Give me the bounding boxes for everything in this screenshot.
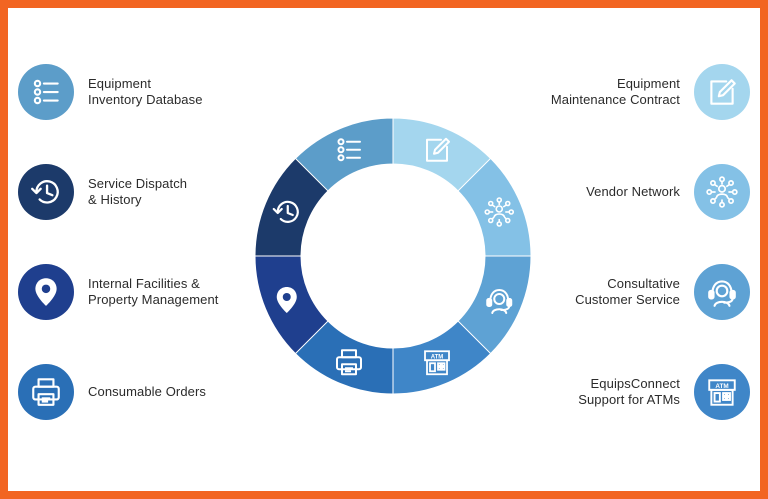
contract-edit-icon: [426, 137, 451, 162]
feature-internal-facilities: Internal Facilities & Property Managemen…: [18, 264, 219, 320]
ring-segment: [254, 157, 329, 257]
feature-icon-circle: ATM: [694, 364, 750, 420]
svg-text:ATM: ATM: [715, 383, 728, 390]
feature-service-dispatch: Service Dispatch & History: [18, 164, 187, 220]
location-pin-icon: [35, 278, 57, 306]
feature-vendor-network: Vendor Network: [586, 164, 750, 220]
printer-icon: [32, 378, 60, 406]
feature-icon-circle: [18, 264, 74, 320]
feature-maintenance-contract: Equipment Maintenance Contract: [551, 64, 750, 120]
feature-label: EquipsConnect Support for ATMs: [578, 376, 680, 407]
feature-icon-circle: [18, 364, 74, 420]
network-icon: [706, 176, 738, 208]
history-icon: [272, 200, 299, 223]
feature-label: Consultative Customer Service: [575, 276, 680, 307]
location-pin-icon: [276, 287, 297, 314]
headset-agent-icon: [708, 280, 736, 307]
network-icon: [484, 197, 515, 227]
feature-atm-support: ATM EquipsConnect Support for ATMs: [578, 364, 750, 420]
headset-agent-icon: [486, 289, 513, 315]
feature-customer-service: Consultative Customer Service: [575, 264, 750, 320]
feature-consumable-orders: Consumable Orders: [18, 364, 206, 420]
printer-icon: [335, 349, 362, 376]
atm-icon: ATM: [424, 350, 450, 376]
feature-label: Equipment Maintenance Contract: [550, 76, 680, 107]
feature-label: Service Dispatch & History: [88, 176, 188, 207]
service-ring: ATM: [254, 117, 532, 395]
feature-icon-circle: [694, 64, 750, 120]
svg-text:ATM: ATM: [431, 355, 444, 361]
history-icon: [31, 180, 59, 204]
feature-label: Vendor Network: [586, 184, 680, 199]
feature-label: Consumable Orders: [88, 384, 207, 399]
feature-equipment-inventory: Equipment Inventory Database: [18, 64, 203, 120]
feature-label: Internal Facilities & Property Managemen…: [88, 276, 219, 307]
feature-icon-circle: [18, 164, 74, 220]
feature-icon-circle: [18, 64, 74, 120]
contract-edit-icon: [710, 79, 736, 105]
checklist-icon: [337, 138, 361, 162]
feature-icon-circle: [694, 164, 750, 220]
checklist-icon: [33, 79, 59, 105]
feature-icon-circle: [694, 264, 750, 320]
atm-icon: ATM: [708, 379, 736, 406]
feature-label: Equipment Inventory Database: [88, 76, 203, 107]
